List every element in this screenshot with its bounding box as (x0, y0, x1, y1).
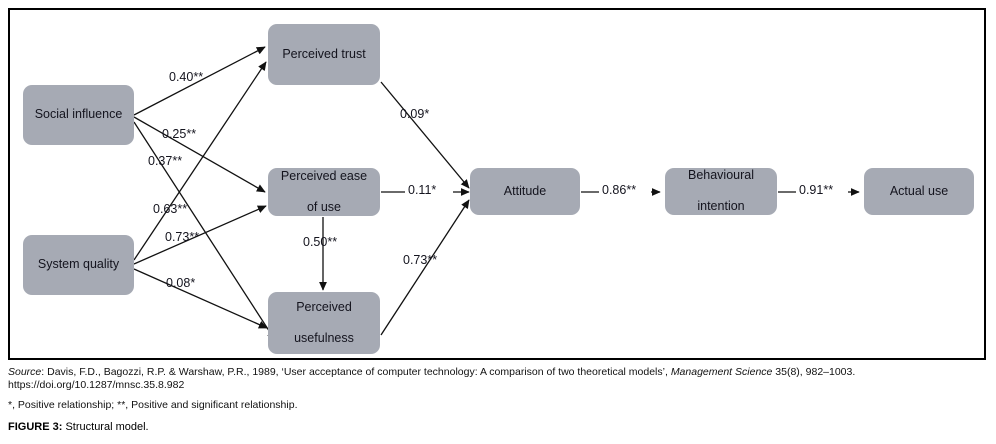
edge-line-sq-pt (133, 61, 267, 261)
node-label-behavioural-intention: Behavioural intention (688, 168, 754, 215)
figure-caption: FIGURE 3: Structural model. (8, 421, 986, 434)
node-label-perceived-usefulness: Perceived usefulness (294, 300, 354, 347)
node-attitude[interactable]: Attitude (470, 168, 580, 215)
node-label-system-quality: System quality (37, 257, 120, 272)
edge-line-pt-att (380, 81, 470, 189)
edge-label-si-pt: 0.40** (169, 70, 204, 84)
edge-label-si-pu: 0.37** (148, 154, 183, 168)
significance-note: *, Positive relationship; **, Positive a… (8, 399, 298, 411)
node-perceived-usefulness[interactable]: Perceived usefulness (268, 292, 380, 354)
edge-line-si-pu (133, 121, 276, 341)
node-label-perceived-trust: Perceived trust (282, 46, 366, 61)
source-tail: 35(8), 982–1003. https://doi.org/10.1287… (8, 366, 856, 391)
node-label-line2: usefulness (294, 330, 354, 345)
diagram-frame: Social influence System quality Perceive… (8, 8, 986, 360)
edge-label-pt-att: 0.09* (400, 107, 430, 121)
node-label-social-influence: Social influence (34, 107, 123, 122)
edge-label-peou-pu: 0.50** (303, 235, 338, 249)
source-prefix: Source (8, 366, 42, 378)
edge-line-sq-pu (133, 268, 268, 329)
edge-line-sq-peou (133, 205, 267, 265)
caption-block: Source: Davis, F.D., Bagozzi, R.P. & War… (8, 366, 986, 434)
node-perceived-trust[interactable]: Perceived trust (268, 24, 380, 85)
node-label-line2: of use (306, 199, 342, 214)
node-label-line1: Perceived ease (280, 168, 368, 183)
edge-label-si-peou: 0.25** (162, 127, 197, 141)
node-label-line1: Behavioural (687, 168, 754, 183)
node-social-influence[interactable]: Social influence (23, 85, 134, 145)
edge-line-si-pt (133, 46, 266, 116)
node-label-line2: intention (697, 199, 745, 214)
edge-label-bi-au: 0.91** (799, 183, 834, 197)
node-label-attitude: Attitude (503, 183, 547, 198)
figure-caption-text: Structural model. (62, 421, 149, 433)
edge-label-pu-att: 0.73** (403, 253, 438, 267)
edge-label-att-bi: 0.86** (602, 183, 637, 197)
diagram-edges (133, 46, 860, 341)
edge-label-sq-pu: 0.08* (166, 276, 196, 290)
node-label-line1: Perceived (296, 299, 352, 314)
edge-label-sq-peou: 0.73** (165, 230, 200, 244)
edge-line-pu-att (380, 199, 470, 336)
edge-line-si-peou (133, 116, 266, 193)
node-actual-use[interactable]: Actual use (864, 168, 974, 215)
node-behavioural-intention[interactable]: Behavioural intention (665, 168, 777, 215)
source-text: : Davis, F.D., Bagozzi, R.P. & Warshaw, … (41, 366, 671, 378)
source-journal: Management Science (670, 366, 773, 378)
source-line: Source: Davis, F.D., Bagozzi, R.P. & War… (8, 366, 986, 392)
figure-caption-label: FIGURE 3: (8, 421, 63, 433)
node-label-perceived-ease-of-use: Perceived ease of use (281, 169, 367, 216)
node-perceived-ease-of-use[interactable]: Perceived ease of use (268, 168, 380, 216)
node-system-quality[interactable]: System quality (23, 235, 134, 295)
edge-label-sq-pt: 0.63** (153, 202, 188, 216)
edge-label-peou-att: 0.11* (408, 183, 437, 197)
node-label-actual-use: Actual use (889, 183, 949, 198)
